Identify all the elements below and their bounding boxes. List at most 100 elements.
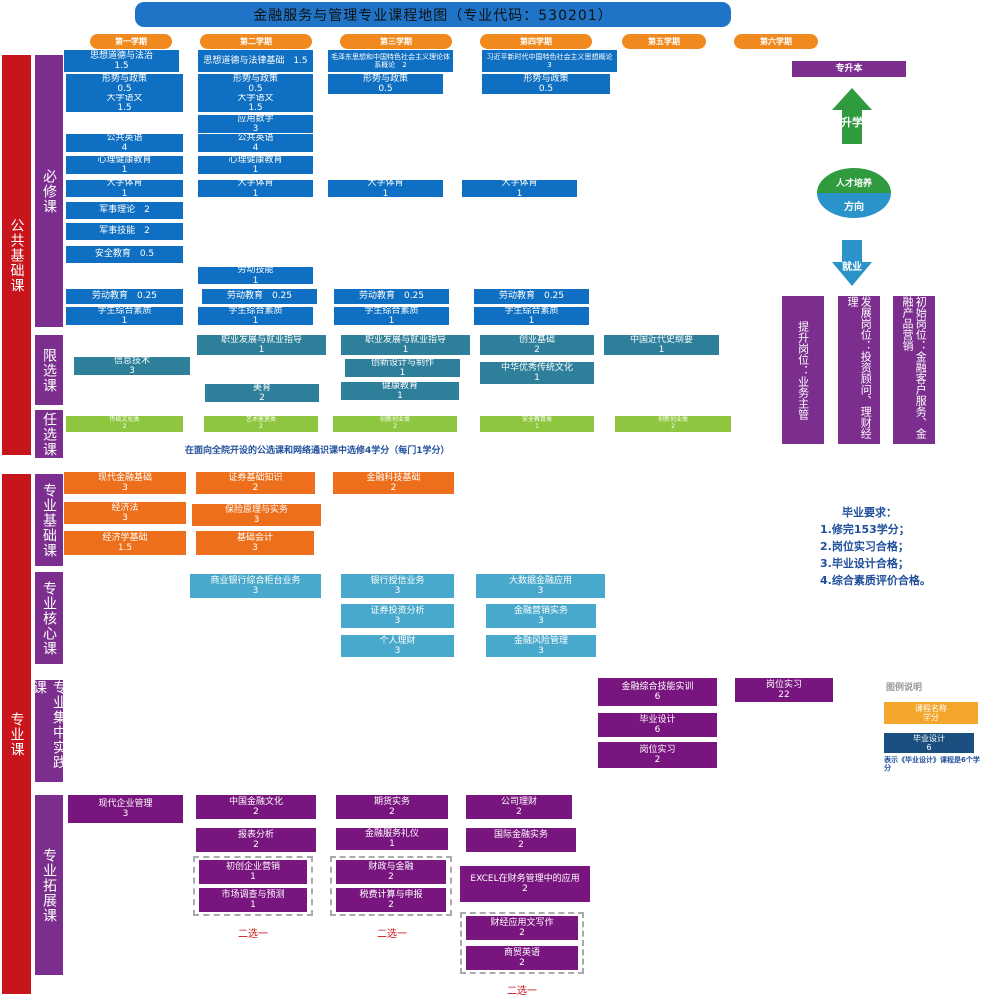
course-box: 形势与政策 0.5: [482, 74, 610, 94]
up-arrow-icon: [832, 88, 872, 144]
course-box: 中国金融文化 2: [196, 795, 316, 819]
shengxue-label: 升学: [841, 116, 863, 129]
course-box: 初创企业营销 1: [199, 860, 307, 884]
course-box: 大学语文 1.5: [66, 94, 183, 112]
legend-name: 课程名称: [915, 703, 947, 713]
semester-5: 第五学期: [622, 34, 706, 49]
course-box: 金融综合技能实训 6: [598, 678, 717, 706]
course-box: EXCEL在财务管理中的应用 2: [460, 866, 590, 902]
course-box: 公司理财 2: [466, 795, 572, 819]
requirements-title: 毕业要求：: [842, 506, 897, 519]
requirement-item: 2.岗位实习合格；: [820, 540, 909, 553]
course-box: 毕业设计 6: [598, 713, 717, 737]
course-box: 经济法 3: [64, 502, 186, 524]
semester-2: 第二学期: [200, 34, 312, 49]
course-box: 岗位实习 2: [598, 742, 717, 768]
course-box: 安全教育 0.5: [66, 246, 183, 263]
side-extension: 专业拓展课: [35, 795, 63, 975]
course-box: 证券投资分析 3: [341, 604, 454, 628]
choose-one-label: 二选一: [238, 929, 268, 940]
course-box: 银行授信业务 3: [341, 574, 454, 598]
course-box: 习近平新时代中国特色社会主义思想概论 3: [482, 50, 617, 72]
course-box: 劳动技能 1: [198, 267, 313, 284]
requirement-item: 3.毕业设计合格；: [820, 557, 909, 570]
course-box: 基础会计 3: [196, 531, 314, 555]
side-foundation: 专业基础课: [35, 474, 63, 566]
course-box: 形势与政策 0.5: [328, 74, 443, 94]
rencai-label: 人才培养: [835, 179, 872, 189]
course-box: 商贸英语 2: [466, 946, 578, 970]
jiuye-label: 就业: [842, 262, 862, 273]
course-box: 中华优秀传统文化 1: [480, 362, 594, 384]
course-box: 心理健康教育 1: [198, 156, 313, 174]
course-box: 公共英语 4: [66, 134, 183, 152]
course-box: 商业银行综合柜台业务 3: [190, 574, 321, 598]
choose-one-group-1: [193, 856, 313, 916]
side-public: 公共基础课: [2, 55, 31, 455]
side-limited: 限选课: [35, 335, 63, 405]
course-box: 大数据金融应用 3: [476, 574, 605, 598]
job-col-promote: 提升岗位：业务主管: [782, 296, 824, 444]
course-box: 职业发展与就业指导 1: [197, 335, 326, 355]
course-box: 国际金融实务 2: [466, 828, 576, 852]
down-arrow-icon: [832, 240, 872, 286]
choose-one-group-3: [460, 912, 584, 974]
course-box: 安全教育类 1: [480, 416, 594, 432]
fangxiang-label: 方向: [844, 202, 864, 213]
course-box: 大学语文 1.5: [198, 94, 313, 112]
course-box: 劳动教育 0.25: [474, 289, 589, 304]
course-box: 保险原理与实务 3: [192, 504, 321, 526]
side-required: 必修课: [35, 55, 63, 327]
legend-title: 图例说明: [886, 683, 923, 693]
course-box: 金融服务礼仪 1: [336, 828, 448, 850]
course-box: 劳动教育 0.25: [66, 289, 183, 304]
course-box: 中国近代史纲要 1: [604, 335, 719, 355]
course-box: 岗位实习 22: [735, 678, 833, 702]
course-box: 税费计算与申报 2: [336, 888, 446, 912]
course-box: 创新创业类 2: [615, 416, 731, 432]
semester-4: 第四学期: [480, 34, 592, 49]
legend-sample: 课程名称 学分: [884, 702, 978, 724]
course-box: 市场调查与预测 1: [199, 888, 307, 912]
course-box: 金融营销实务 3: [486, 604, 596, 628]
course-box: 学生综合素质 1: [334, 307, 449, 325]
course-box: 报表分析 2: [196, 828, 316, 852]
course-box: 大学体育 1: [328, 180, 443, 197]
zhuanshengben-box: 专升本: [792, 61, 906, 77]
course-box: 形势与政策 0.5: [66, 74, 183, 94]
course-box: 传统文化类 2: [66, 416, 183, 432]
course-box: 财经应用文写作 2: [466, 916, 578, 940]
choose-one-label: 二选一: [507, 986, 537, 997]
course-box: 思想道德与法律基础 1.5: [198, 50, 313, 72]
course-box: 财政与金融 2: [336, 860, 446, 884]
requirement-item: 1.修完153学分；: [820, 523, 910, 536]
course-box: 大学体育 1: [198, 180, 313, 197]
course-box: 美育 2: [205, 384, 319, 402]
requirement-item: 4.综合素质评价合格。: [820, 574, 931, 587]
job-col-initial: 初始岗位：金融客户服务、金融产品营销: [893, 296, 935, 444]
course-box: 学生综合素质 1: [66, 307, 183, 325]
course-box: 应用数学 3: [198, 115, 313, 133]
semester-3: 第三学期: [340, 34, 452, 49]
course-box: 艺术鉴赏类 2: [204, 416, 318, 432]
course-box: 思想道德与法治 1.5: [64, 50, 179, 72]
choose-one-group-2: [330, 856, 452, 916]
course-box: 学生综合素质 1: [474, 307, 589, 325]
elective-note: 在面向全院开设的公选课和网络通识课中选修4学分（每门1学分）: [185, 446, 450, 456]
side-core: 专业核心课: [35, 572, 63, 664]
course-box: 金融风险管理 3: [486, 635, 596, 657]
course-box: 劳动教育 0.25: [202, 289, 317, 304]
page-title: 金融服务与管理专业课程地图（专业代码：530201）: [135, 2, 731, 27]
side-elective: 任选课: [35, 410, 63, 458]
course-box: 形势与政策 0.5: [198, 74, 313, 94]
course-box: 毛泽东思想和中国特色社会主义理论体系概论 2: [328, 50, 453, 72]
course-box: 证券基础知识 2: [196, 472, 315, 494]
course-box: 创业基础 2: [480, 335, 594, 355]
legend-desc: 表示《毕业设计》课程是6个学分: [884, 756, 980, 773]
course-box: 个人理财 3: [341, 635, 454, 657]
legend-credit: 学分: [923, 713, 939, 722]
semester-1: 第一学期: [90, 34, 172, 49]
course-box: 军事理论 2: [66, 202, 183, 219]
course-box: 公共英语 4: [198, 134, 313, 152]
course-box: 信息技术 3: [74, 357, 190, 375]
